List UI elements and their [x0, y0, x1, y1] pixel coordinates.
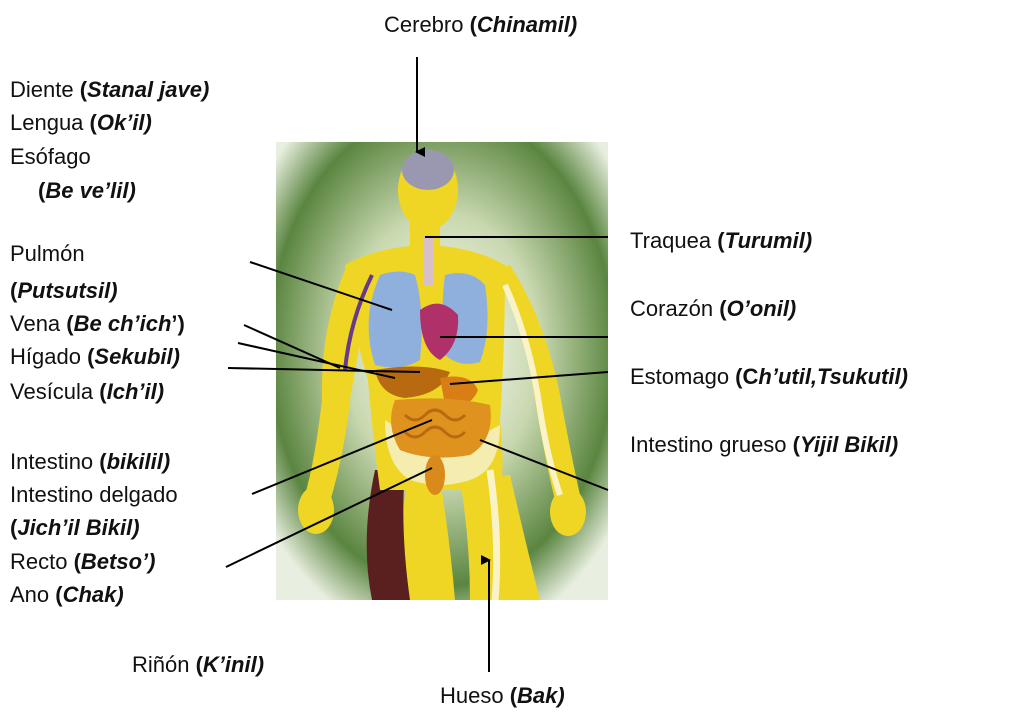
- label-term: K’inil): [203, 652, 264, 677]
- label-term: bikilil): [107, 449, 171, 474]
- label-paren: (: [510, 683, 517, 708]
- label-vena: Vena (Be ch’ich’): [10, 311, 185, 337]
- right-lung: [369, 272, 422, 368]
- label-esofago: Esófago: [10, 144, 91, 170]
- label-paren: (: [90, 110, 97, 135]
- label-intestino-delgado-term: (Jich’il Bikil): [10, 515, 140, 541]
- label-name: Estomago: [630, 364, 735, 389]
- label-name: Ano: [10, 582, 55, 607]
- label-paren: (: [470, 12, 477, 37]
- label-term: Jich’il Bikil): [17, 515, 139, 540]
- label-term: Yijil Bikil): [800, 432, 898, 457]
- label-name: Recto: [10, 549, 74, 574]
- label-hueso: Hueso (Bak): [440, 683, 565, 709]
- label-paren: (: [99, 379, 106, 404]
- label-name: Pulmón: [10, 241, 85, 266]
- label-term: Turumil): [725, 228, 813, 253]
- label-term: h’util,Tsukutil): [758, 364, 908, 389]
- label-paren: (: [793, 432, 800, 457]
- label-name: Intestino delgado: [10, 482, 178, 507]
- label-name: Traquea: [630, 228, 717, 253]
- label-diente: Diente (Stanal jave): [10, 77, 209, 103]
- label-name: Cerebro: [384, 12, 470, 37]
- label-name: Esófago: [10, 144, 91, 169]
- label-name: Intestino grueso: [630, 432, 793, 457]
- label-term: Ich’il): [107, 379, 164, 404]
- label-intestino-delgado: Intestino delgado: [10, 482, 178, 508]
- label-recto: Recto (Betso’): [10, 549, 155, 575]
- label-cerebro: Cerebro (Chinamil): [384, 12, 577, 38]
- label-name: Corazón: [630, 296, 719, 321]
- label-term: Betso’): [81, 549, 156, 574]
- label-paren: (: [80, 77, 87, 102]
- label-esofago-term: (Be ve’lil): [38, 178, 136, 204]
- label-term: O’onil): [727, 296, 797, 321]
- label-term: Sekubil): [94, 344, 180, 369]
- label-name: Diente: [10, 77, 80, 102]
- label-paren: (: [196, 652, 203, 677]
- label-name: Hígado: [10, 344, 87, 369]
- label-term: Ok’il): [97, 110, 152, 135]
- label-pulmon: Pulmón: [10, 241, 85, 267]
- label-higado: Hígado (Sekubil): [10, 344, 180, 370]
- label-term: Be ve’lil): [45, 178, 135, 203]
- label-intestino-grueso: Intestino grueso (Yijil Bikil): [630, 432, 898, 458]
- label-term: Chak): [63, 582, 124, 607]
- label-name: Riñón: [132, 652, 196, 677]
- rectum: [425, 455, 445, 495]
- label-lengua: Lengua (Ok’il): [10, 110, 152, 136]
- label-rinon: Riñón (K’inil): [132, 652, 264, 678]
- label-term: Putsutsil): [17, 278, 117, 303]
- label-name: Intestino: [10, 449, 99, 474]
- label-paren: (C: [735, 364, 758, 389]
- left-hand: [550, 488, 586, 536]
- label-paren: (: [74, 549, 81, 574]
- label-name: Vena: [10, 311, 66, 336]
- label-paren: ’): [171, 311, 184, 336]
- label-ano: Ano (Chak): [10, 582, 124, 608]
- trachea: [424, 235, 434, 285]
- label-intestino: Intestino (bikilil): [10, 449, 170, 475]
- label-name: Lengua: [10, 110, 90, 135]
- label-traquea: Traquea (Turumil): [630, 228, 812, 254]
- label-term: Bak): [517, 683, 565, 708]
- right-hand: [298, 486, 334, 534]
- label-paren: (: [55, 582, 62, 607]
- label-pulmon-term: (Putsutsil): [10, 278, 118, 304]
- label-term: Stanal jave): [87, 77, 209, 102]
- label-paren: (: [99, 449, 106, 474]
- brain: [402, 150, 454, 190]
- label-paren: (: [719, 296, 726, 321]
- label-name: Vesícula: [10, 379, 99, 404]
- label-estomago: Estomago (Ch’util,Tsukutil): [630, 364, 908, 390]
- label-term: Chinamil): [477, 12, 577, 37]
- label-corazon: Corazón (O’onil): [630, 296, 796, 322]
- label-paren: (: [717, 228, 724, 253]
- label-term: Be ch’ich: [74, 311, 172, 336]
- label-vesicula: Vesícula (Ich’il): [10, 379, 164, 405]
- label-paren: (: [66, 311, 73, 336]
- label-name: Hueso: [440, 683, 510, 708]
